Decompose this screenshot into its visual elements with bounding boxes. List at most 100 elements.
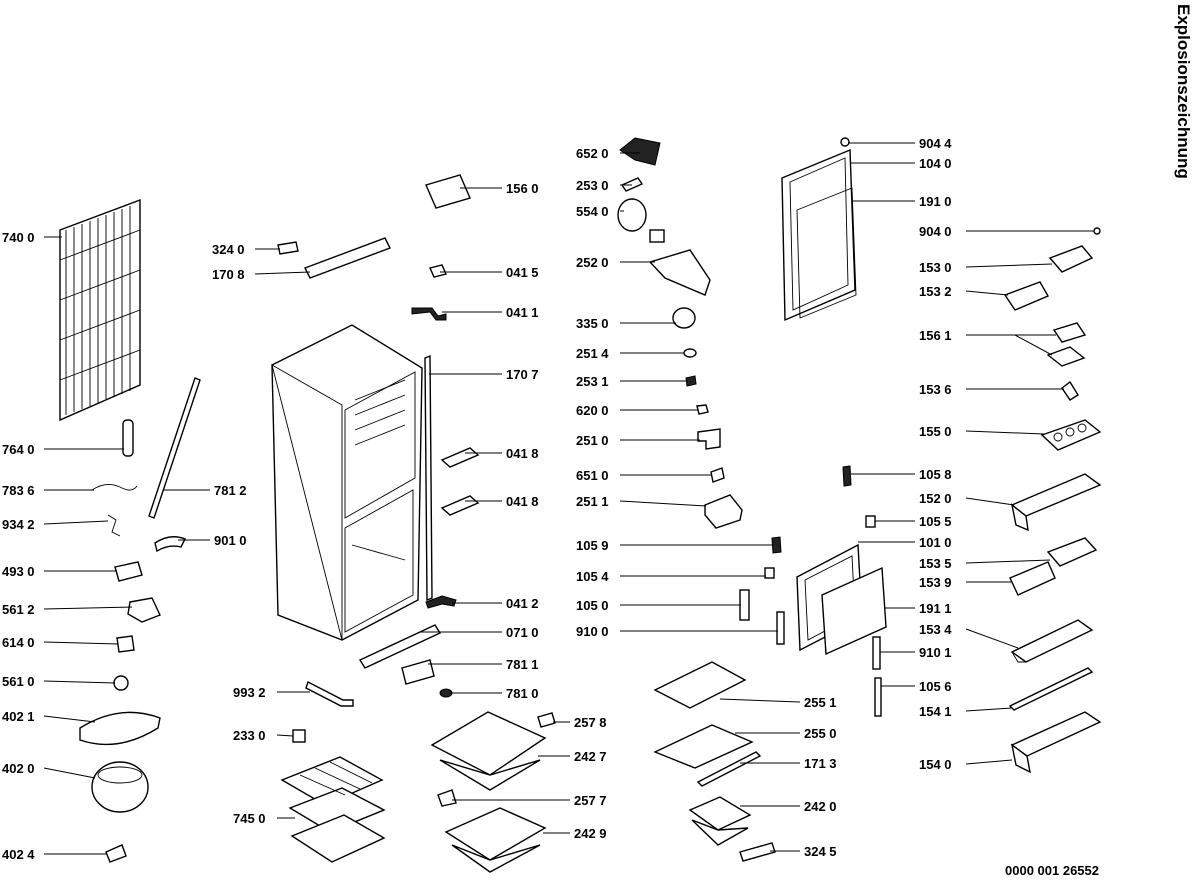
part-105-0 <box>739 589 750 621</box>
part-041-8a <box>440 447 480 468</box>
label-493-0: 493 0 <box>2 564 35 579</box>
part-strip-171-3 <box>696 751 762 787</box>
label-257-7: 257 7 <box>574 793 607 808</box>
part-041-2 <box>425 595 457 609</box>
part-324-5 <box>739 842 776 862</box>
part-652 <box>619 137 661 166</box>
part-rail-170-7 <box>424 354 433 602</box>
part-clip <box>107 514 121 537</box>
label-251-4: 251 4 <box>576 346 609 361</box>
part-041-8b <box>440 495 480 516</box>
label-105-6: 105 6 <box>919 679 952 694</box>
label-402-1: 402 1 <box>2 709 35 724</box>
part-071 <box>358 624 442 669</box>
label-041-1: 041 1 <box>506 305 539 320</box>
part-glass-shelf-255-0 <box>653 724 754 769</box>
part-153-6 <box>1061 380 1079 401</box>
part-041-5 <box>429 264 447 278</box>
part-cabinet <box>271 324 423 641</box>
part-relay <box>127 597 161 623</box>
label-154-0: 154 0 <box>919 757 952 772</box>
part-compressor-base <box>79 711 161 746</box>
part-labels: 740 0 764 0 783 6 934 2 493 0 561 2 614 … <box>2 136 952 862</box>
part-257-8 <box>537 712 556 728</box>
part-door-shelf-154-0 <box>1010 711 1102 774</box>
part-105-6 <box>874 677 882 717</box>
label-561-2: 561 2 <box>2 602 35 617</box>
part-156-1 <box>1046 322 1087 367</box>
part-gasket-191-1 <box>821 566 887 656</box>
label-781-0: 781 0 <box>506 686 539 701</box>
part-strip-154-1 <box>1008 667 1094 711</box>
label-614-0: 614 0 <box>2 635 35 650</box>
part-904-4 <box>840 137 850 147</box>
part-crisper-242-9 <box>444 807 547 873</box>
label-155-0: 155 0 <box>919 424 952 439</box>
label-910-0: 910 0 <box>576 624 609 639</box>
part-105-8 <box>842 465 852 487</box>
label-105-4: 105 4 <box>576 569 609 584</box>
label-233-0: 233 0 <box>233 728 266 743</box>
label-402-4: 402 4 <box>2 847 35 862</box>
diagram-title: Explosionszeichnung <box>1174 4 1193 179</box>
label-156-1: 156 1 <box>919 328 952 343</box>
label-651-0: 651 0 <box>576 468 609 483</box>
part-rail-170-8 <box>304 237 391 279</box>
part-crisper-242-7 <box>430 711 547 791</box>
part-tube <box>91 484 138 491</box>
label-764-0: 764 0 <box>2 442 35 457</box>
part-561 <box>113 675 129 691</box>
label-652-0: 652 0 <box>576 146 609 161</box>
label-101-0: 101 0 <box>919 535 952 550</box>
label-242-7: 242 7 <box>574 749 607 764</box>
part-041-1 <box>411 307 447 321</box>
label-257-8: 257 8 <box>574 715 607 730</box>
label-153-0: 153 0 <box>919 260 952 275</box>
label-901-0: 901 0 <box>214 533 247 548</box>
label-105-0: 105 0 <box>576 598 609 613</box>
label-156-0: 156 0 <box>506 181 539 196</box>
label-154-1: 154 1 <box>919 704 952 719</box>
label-255-1: 255 1 <box>804 695 837 710</box>
part-901 <box>154 536 186 553</box>
label-252-0: 252 0 <box>576 255 609 270</box>
part-335 <box>672 307 696 329</box>
label-105-5: 105 5 <box>919 514 952 529</box>
part-shelves <box>280 756 386 863</box>
part-910-1 <box>872 636 881 670</box>
label-170-7: 170 7 <box>506 367 539 382</box>
part-105-9 <box>771 536 782 554</box>
label-251-0: 251 0 <box>576 433 609 448</box>
part-233 <box>292 729 306 743</box>
label-910-1: 910 1 <box>919 645 952 660</box>
label-242-0: 242 0 <box>804 799 837 814</box>
label-071-0: 071 0 <box>506 625 539 640</box>
part-614 <box>116 635 135 653</box>
label-781-2: 781 2 <box>214 483 247 498</box>
label-402-0: 402 0 <box>2 761 35 776</box>
label-620-0: 620 0 <box>576 403 609 418</box>
part-door-shelf-153-4 <box>1010 619 1094 663</box>
label-253-0: 253 0 <box>576 178 609 193</box>
part-condenser-coil <box>59 198 141 422</box>
part-620 <box>696 404 709 415</box>
part-910-0 <box>776 611 785 645</box>
part-993 <box>305 681 354 707</box>
part-153-2 <box>1003 281 1049 311</box>
label-041-8-lower: 041 8 <box>506 494 539 509</box>
label-251-1: 251 1 <box>576 494 609 509</box>
label-171-3: 171 3 <box>804 756 837 771</box>
part-251-0 <box>697 428 721 450</box>
part-251-4 <box>683 348 697 358</box>
label-993-2: 993 2 <box>233 685 266 700</box>
label-153-4: 153 4 <box>919 622 952 637</box>
part-strip-781-2 <box>148 377 201 519</box>
part-drawer-242-0 <box>688 796 752 846</box>
label-783-6: 783 6 <box>2 483 35 498</box>
label-041-5: 041 5 <box>506 265 539 280</box>
document-number: 0000 001 26552 <box>1005 863 1099 878</box>
part-781-1 <box>401 659 435 685</box>
label-255-0: 255 0 <box>804 726 837 741</box>
label-904-4: 904 4 <box>919 136 952 151</box>
label-191-0: 191 0 <box>919 194 952 209</box>
